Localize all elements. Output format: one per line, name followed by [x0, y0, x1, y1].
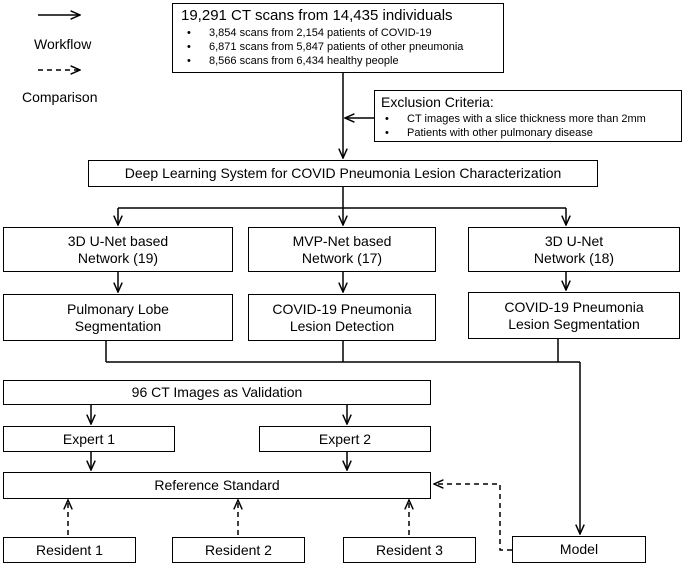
- resident-box-1: Resident 1: [3, 537, 136, 563]
- task-box-3: COVID-19 Pneumonia Lesion Segmentation: [468, 292, 680, 339]
- exclusion-bullet: •CT images with a slice thickness more t…: [385, 113, 646, 125]
- network-box-2: MVP-Net based Network (17): [248, 227, 436, 272]
- dataset-bullet-text: 3,854 scans from 2,154 patients of COVID…: [209, 27, 432, 39]
- legend-workflow-label: Workflow: [34, 36, 92, 52]
- resident-label: Resident 3: [376, 541, 443, 558]
- dataset-bullet: •6,871 scans from 5,847 patients of othe…: [187, 41, 464, 53]
- network-label-line1: MVP-Net based: [292, 232, 392, 249]
- task-box-2: COVID-19 Pneumonia Lesion Detection: [248, 294, 436, 341]
- dataset-bullet: •3,854 scans from 2,154 patients of COVI…: [187, 27, 432, 39]
- exclusion-title: Exclusion Criteria:: [381, 94, 494, 110]
- exclusion-criteria-box: Exclusion Criteria: •CT images with a sl…: [374, 90, 682, 142]
- system-label: Deep Learning System for COVID Pneumonia…: [124, 165, 562, 181]
- reference-standard-box: Reference Standard: [3, 472, 431, 499]
- expert-label: Expert 2: [318, 430, 372, 447]
- expert-box-1: Expert 1: [3, 426, 175, 452]
- exclusion-bullet-text: Patients with other pulmonary disease: [407, 127, 593, 139]
- task-label-line2: Lesion Detection: [289, 317, 395, 334]
- task-label-line1: COVID-19 Pneumonia: [504, 298, 644, 315]
- arrow-model-comparison: [434, 484, 512, 551]
- task-label-line2: Lesion Segmentation: [508, 315, 640, 332]
- exclusion-bullet: •Patients with other pulmonary disease: [385, 127, 593, 139]
- network-box-1: 3D U-Net based Network (19): [3, 227, 233, 272]
- dataset-title: 19,291 CT scans from 14,435 individuals: [181, 7, 453, 24]
- deep-learning-system-box: Deep Learning System for COVID Pneumonia…: [88, 160, 598, 187]
- network-label-line2: Network (19): [77, 249, 159, 266]
- reference-label: Reference Standard: [154, 477, 280, 493]
- network-label-line1: 3D U-Net: [544, 232, 604, 249]
- expert-box-2: Expert 2: [259, 426, 431, 452]
- dataset-bullet: •8,566 scans from 6,434 healthy people: [187, 55, 399, 67]
- task-box-1: Pulmonary Lobe Segmentation: [3, 294, 233, 341]
- resident-box-2: Resident 2: [172, 537, 305, 563]
- network-label-line2: Network (18): [533, 249, 615, 266]
- expert-label: Expert 1: [62, 430, 116, 447]
- legend-comparison-label: Comparison: [22, 89, 98, 105]
- task-label-line1: Pulmonary Lobe: [67, 300, 169, 317]
- resident-label: Resident 1: [36, 541, 103, 558]
- dataset-bullet-text: 6,871 scans from 5,847 patients of other…: [209, 41, 464, 53]
- resident-box-3: Resident 3: [343, 537, 476, 563]
- model-box: Model: [512, 536, 646, 563]
- task-label-line2: Segmentation: [74, 317, 162, 334]
- model-label: Model: [559, 541, 599, 557]
- network-label-line1: 3D U-Net based: [67, 232, 169, 249]
- dataset-box: 19,291 CT scans from 14,435 individuals …: [172, 3, 504, 73]
- dataset-bullet-text: 8,566 scans from 6,434 healthy people: [209, 55, 399, 67]
- validation-box: 96 CT Images as Validation: [3, 380, 431, 405]
- resident-label: Resident 2: [205, 541, 272, 558]
- task-label-line1: COVID-19 Pneumonia: [272, 300, 412, 317]
- validation-label: 96 CT Images as Validation: [131, 384, 303, 400]
- exclusion-bullet-text: CT images with a slice thickness more th…: [407, 113, 646, 125]
- network-box-3: 3D U-Net Network (18): [468, 227, 680, 272]
- network-label-line2: Network (17): [301, 249, 383, 266]
